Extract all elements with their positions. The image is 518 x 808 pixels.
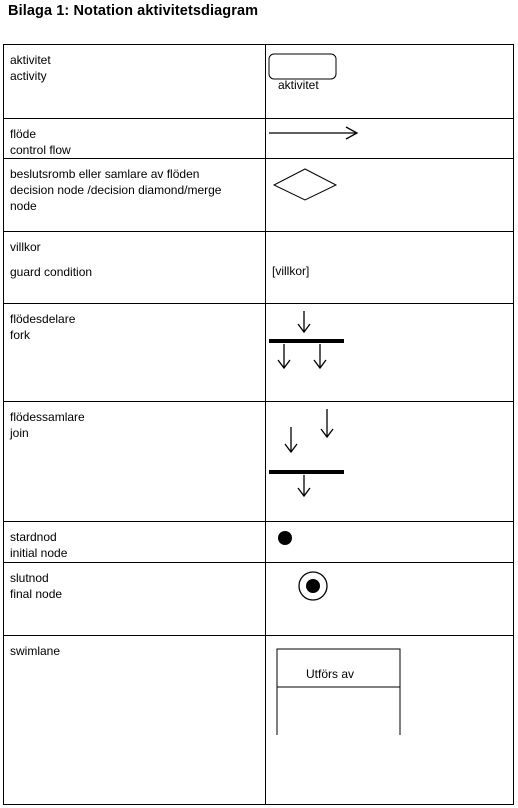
table-row: stardnod initial node: [3, 521, 514, 563]
label-english: initial node: [10, 546, 68, 560]
label-swedish: flödessamlare: [10, 410, 85, 424]
label-swedish: villkor: [10, 240, 41, 254]
symbol-cell: [265, 303, 514, 402]
label-english: guard condition: [10, 265, 93, 279]
swimlane-header-label: Utförs av: [306, 667, 355, 681]
symbol-cell: [265, 158, 514, 232]
symbol-cell: [villkor]: [265, 231, 514, 304]
description-cell: slutnod final node: [3, 562, 266, 636]
guard-condition-label: [villkor]: [272, 264, 310, 278]
description-cell: stardnod initial node: [3, 521, 266, 563]
activity-symbol-label: aktivitet: [278, 78, 319, 92]
description-cell: villkor guard condition: [3, 231, 266, 304]
swimlane-symbol: [276, 648, 401, 735]
description-cell: flöde control flow: [3, 118, 266, 159]
final-node-symbol: [298, 571, 328, 601]
label-swedish: aktivitet: [10, 53, 51, 67]
label-english: control flow: [10, 143, 71, 157]
symbol-cell: [265, 118, 514, 159]
table-row: flödesdelare fork: [3, 303, 514, 402]
symbol-cell: Utförs av: [265, 635, 514, 805]
label-swedish: beslutsromb eller samlare av flöden: [10, 167, 200, 181]
label-swedish: stardnod: [10, 530, 57, 544]
description-cell: flödesdelare fork: [3, 303, 266, 402]
table-row: flödessamlare join: [3, 401, 514, 522]
label-english: join: [10, 426, 29, 440]
description-cell: beslutsromb eller samlare av flöden deci…: [3, 158, 266, 232]
label-english: activity: [10, 69, 47, 83]
table-row: slutnod final node: [3, 562, 514, 636]
table-row: aktivitet activity aktivitet: [3, 44, 514, 119]
description-cell: aktivitet activity: [3, 44, 266, 119]
symbol-cell: [265, 521, 514, 563]
join-symbol: [269, 409, 344, 498]
fork-symbol: [269, 311, 344, 370]
label-swedish: flöde: [10, 127, 37, 141]
control-flow-arrow: [269, 126, 359, 140]
table-row: villkor guard condition [villkor]: [3, 231, 514, 304]
activity-symbol: [268, 53, 337, 80]
symbol-cell: aktivitet: [265, 44, 514, 119]
table-row: flöde control flow: [3, 118, 514, 159]
symbol-cell: [265, 562, 514, 636]
initial-node-dot: [278, 531, 292, 545]
notation-table: aktivitet activity aktivitet flöde contr…: [3, 44, 514, 805]
label-english: fork: [10, 328, 31, 342]
label-swedish: slutnod: [10, 571, 49, 585]
description-cell: swimlane: [3, 635, 266, 805]
table-row: beslutsromb eller samlare av flöden deci…: [3, 158, 514, 232]
decision-diamond: [272, 168, 338, 201]
label-english: final node: [10, 587, 63, 601]
label-swedish: flödesdelare: [10, 312, 76, 326]
page-title: Bilaga 1: Notation aktivitetsdiagram: [8, 3, 259, 19]
table-row: swimlane Utförs av: [3, 635, 514, 805]
symbol-cell: [265, 401, 514, 522]
label-swedish: swimlane: [10, 644, 61, 658]
description-cell: flödessamlare join: [3, 401, 266, 522]
label-english: decision node /decision diamond/merge no…: [10, 183, 222, 213]
